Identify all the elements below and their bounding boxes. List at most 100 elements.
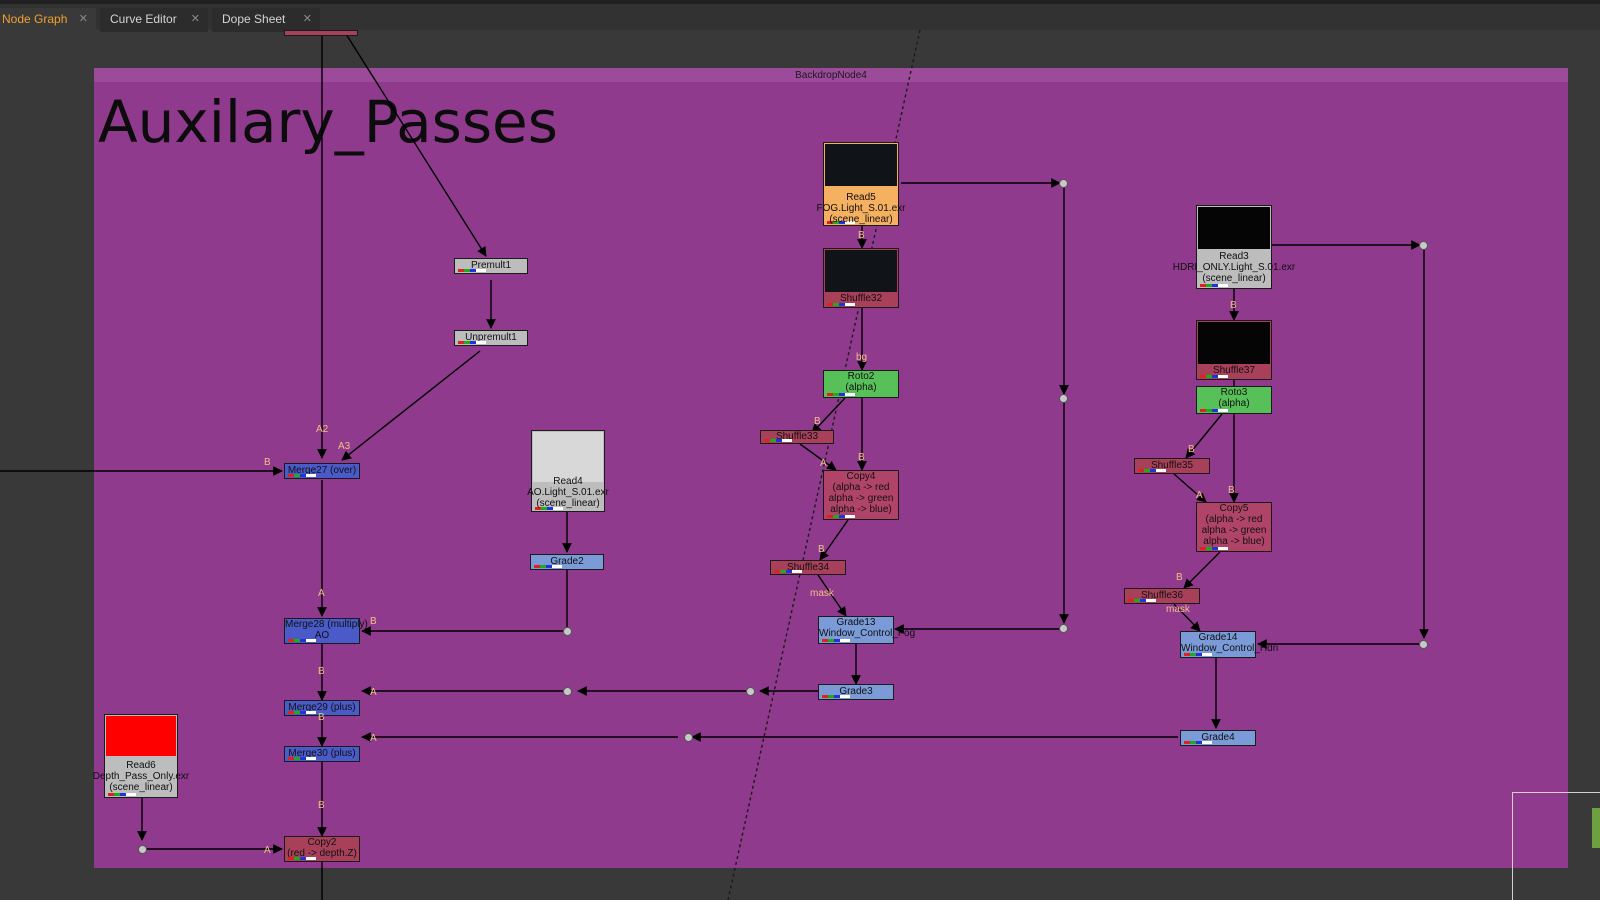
node-roto3[interactable]: Roto3 (alpha) <box>1196 386 1272 414</box>
node-read6[interactable] <box>104 714 178 798</box>
edge-label: A3 <box>338 441 351 452</box>
node-read4[interactable] <box>531 430 605 512</box>
dot-node[interactable] <box>1419 241 1428 250</box>
node-label: Copy5 <box>1219 503 1249 514</box>
node-roto2[interactable]: Roto2 (alpha) <box>823 370 899 398</box>
node-copy2[interactable]: Copy2 (red -> depth.Z) <box>284 836 360 862</box>
node-label: Copy4 <box>846 471 876 482</box>
node-shuffle34[interactable]: Shuffle34 <box>770 560 846 575</box>
backdrop-title: Auxilary_Passes <box>98 88 558 156</box>
backdrop-header[interactable] <box>94 68 1568 82</box>
node-label: (alpha -> red <box>1205 514 1263 525</box>
edge-label: A <box>318 588 325 599</box>
node-grade14[interactable]: Grade14 Window_Control_Hdri <box>1180 631 1278 658</box>
node-premult1[interactable]: Premult1 <box>454 258 528 274</box>
node-label: alpha -> green <box>828 493 894 504</box>
thumbnail-image <box>1198 207 1270 249</box>
node-label: alpha -> green <box>1201 525 1267 536</box>
node-shuffle33[interactable]: Shuffle33 <box>760 430 834 444</box>
node-read3[interactable] <box>1196 205 1272 289</box>
dot-node[interactable] <box>1059 624 1068 633</box>
edge-label: B <box>818 544 825 555</box>
wire-top-to-premult1 <box>345 33 487 257</box>
edge-label: B <box>814 416 821 427</box>
edge-label: B <box>1176 572 1183 583</box>
dot-node[interactable] <box>746 687 755 696</box>
edge-label: B <box>858 452 865 463</box>
dot-node[interactable] <box>138 845 147 854</box>
node-label: (alpha -> red <box>832 482 890 493</box>
tab-label: Dope Sheet <box>222 12 286 26</box>
node-graph-canvas[interactable]: BackdropNode4 Auxilary_Passes <box>0 30 1600 900</box>
node-label: Grade3 <box>839 686 873 697</box>
node-label: Unpremult1 <box>465 332 517 343</box>
close-icon[interactable]: ✕ <box>302 13 312 25</box>
node-grade4[interactable]: Grade4 <box>1180 730 1256 746</box>
node-read5[interactable] <box>823 142 899 226</box>
node-copy4[interactable]: Copy4 (alpha -> red alpha -> green alpha… <box>823 470 899 520</box>
edge-label: B <box>858 230 865 241</box>
dot-node[interactable] <box>1059 394 1068 403</box>
node-label: Shuffle36 <box>1140 590 1184 601</box>
node-connections <box>0 30 1429 900</box>
node-grade13[interactable]: Grade13 Window_Control_Fog <box>818 616 915 644</box>
node-grade3[interactable]: Grade3 <box>818 684 894 700</box>
close-icon[interactable]: ✕ <box>190 13 200 25</box>
thumbnail-image <box>533 432 603 482</box>
node-offscreen-top[interactable] <box>284 30 358 36</box>
node-label: Roto2 <box>847 371 875 382</box>
edge-label: B <box>1188 444 1195 455</box>
dot-node[interactable] <box>1419 640 1428 649</box>
wire-copy5-shuffle36 <box>1183 551 1221 589</box>
wire-unpremult-merge27 <box>341 350 481 461</box>
edge-label: B <box>1228 485 1235 496</box>
dot-node[interactable] <box>684 733 693 742</box>
node-label: alpha -> blue) <box>1203 536 1265 547</box>
node-label: (red -> depth.Z) <box>287 848 357 859</box>
node-label: Grade2 <box>550 556 584 567</box>
dot-node[interactable] <box>563 687 572 696</box>
node-grade2[interactable]: Grade2 <box>530 554 604 570</box>
node-label: Grade14 <box>1198 632 1238 643</box>
node-shuffle36[interactable]: Shuffle36 <box>1124 588 1200 604</box>
node-shuffle35[interactable]: Shuffle35 <box>1134 458 1210 474</box>
dot-node[interactable] <box>563 627 572 636</box>
node-label: Shuffle37 <box>1212 365 1256 376</box>
wire-shuffle36-grade14 <box>1173 603 1201 632</box>
node-shuffle32[interactable]: Shuffle32 <box>823 248 899 308</box>
node-label: Grade13 <box>836 617 876 628</box>
node-unpremult1[interactable]: Unpremult1 <box>454 330 528 346</box>
thumbnail-image <box>825 144 897 186</box>
node-label: Roto3 <box>1220 387 1248 398</box>
minimap-viewer[interactable] <box>1512 792 1600 900</box>
tab-dope-sheet[interactable]: Dope Sheet ✕ <box>212 8 320 32</box>
tab-curve-editor[interactable]: Curve Editor ✕ <box>100 8 208 32</box>
node-merge29[interactable]: Merge29 (plus) <box>284 700 360 716</box>
tab-label: Node Graph <box>2 12 68 26</box>
node-label: Merge29 (plus) <box>288 702 356 713</box>
node-label: Merge27 (over) <box>287 465 357 476</box>
backdrop-name: BackdropNode4 <box>795 70 867 81</box>
close-icon[interactable]: ✕ <box>78 13 88 25</box>
node-merge28[interactable]: Merge28 (multiply) AO <box>284 618 368 644</box>
node-label: Grade4 <box>1201 732 1235 743</box>
thumbnail-image <box>825 250 897 292</box>
node-merge27[interactable]: Merge27 (over) <box>284 463 360 479</box>
tab-node-graph[interactable]: Node Graph ✕ <box>0 8 96 32</box>
node-copy5[interactable]: Copy5 (alpha -> red alpha -> green alpha… <box>1196 502 1272 552</box>
offscreen-node[interactable] <box>1592 808 1600 848</box>
edge-label: bg <box>856 352 868 363</box>
wire-roto2-shuffle33 <box>811 397 846 434</box>
node-label: (alpha) <box>845 382 877 393</box>
node-label: Shuffle32 <box>839 293 883 304</box>
node-shuffle37[interactable]: Shuffle37 <box>1196 320 1272 380</box>
wire-shuffle34-grade13 <box>817 574 847 617</box>
tab-label: Curve Editor <box>110 12 177 26</box>
node-merge30[interactable]: Merge30 (plus) <box>284 746 360 762</box>
edge-label: A2 <box>316 424 329 435</box>
edge-label: A <box>1196 490 1203 501</box>
dot-node[interactable] <box>1059 179 1068 188</box>
